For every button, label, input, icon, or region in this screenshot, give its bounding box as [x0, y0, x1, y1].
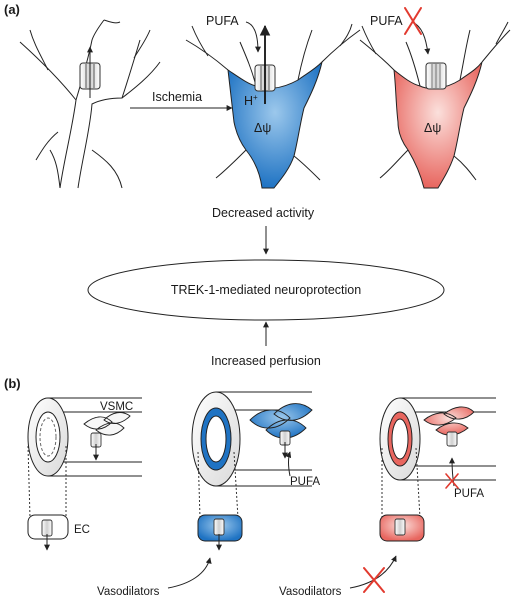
block-cross-b-vasodilators — [363, 567, 385, 593]
vsmc-cells-resting — [83, 412, 131, 436]
pufa-arrow-a-active — [245, 21, 261, 53]
panel-b-label: (b) — [4, 376, 21, 391]
ec-label: EC — [74, 524, 90, 536]
pufa-arrow-b-active — [285, 451, 292, 477]
vsmc-cells-blocked — [423, 406, 475, 436]
neuron-blocked — [359, 21, 511, 189]
vsmc-label: VSMC — [100, 401, 133, 413]
vessel-blocked — [379, 397, 496, 542]
neuroprotection-ellipse — [87, 259, 445, 321]
trek1-channel-active — [254, 24, 276, 104]
vessel-resting — [27, 397, 142, 551]
pufa-label-a-active: PUFA — [206, 14, 239, 28]
vasodilators-label-blocked: Vasodilators — [279, 586, 342, 598]
panel-a-label: (a) — [4, 2, 20, 17]
vasodilators-arrow-blocked — [349, 555, 397, 589]
decreased-activity-label: Decreased activity — [212, 206, 315, 220]
pufa-label-b-active: PUFA — [290, 476, 320, 488]
vsmc-cells-activated — [249, 403, 313, 439]
neuron-ischemic — [185, 23, 361, 189]
pufa-arrow-a-blocked — [411, 21, 431, 55]
vasodilators-arrow-active — [167, 557, 212, 589]
trek1-channel-resting — [79, 46, 101, 98]
trek1-channel-blocked — [425, 62, 447, 90]
block-cross-b-pufa — [445, 473, 459, 489]
block-cross-a — [404, 7, 422, 35]
increased-perfusion-label: Increased perfusion — [211, 354, 321, 368]
membrane-potential-blocked: Δψ — [424, 121, 441, 135]
pufa-label-a-blocked: PUFA — [370, 14, 403, 28]
neuroprotection-label: TREK-1-mediated neuroprotection — [171, 283, 361, 297]
vessel-activated — [191, 391, 313, 551]
neuron-resting — [19, 19, 161, 189]
pufa-label-b-blocked: PUFA — [454, 488, 484, 500]
ischemia-label: Ischemia — [152, 90, 202, 104]
vasodilators-label-active: Vasodilators — [97, 586, 160, 598]
proton-label: H+ — [244, 93, 258, 108]
membrane-potential-ischemic: Δψ — [254, 121, 271, 135]
